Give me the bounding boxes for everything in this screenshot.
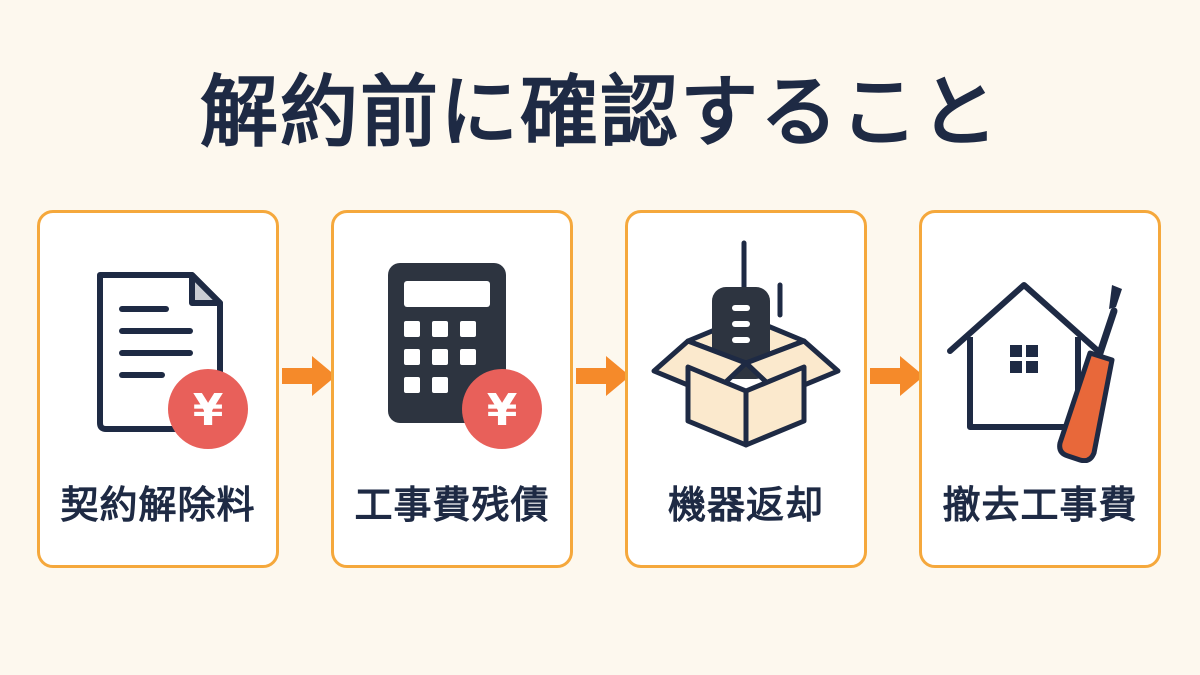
yen-badge bbox=[168, 369, 248, 449]
house-screwdriver-icon bbox=[947, 282, 1122, 463]
arrow-right-icon bbox=[576, 356, 630, 396]
arrow-right-icon bbox=[870, 356, 924, 396]
step-card-construction-balance: ¥ 工事費残債 bbox=[331, 210, 573, 568]
contract-yen-icon: ¥ bbox=[97, 272, 248, 449]
yen-sign: ¥ bbox=[487, 385, 518, 436]
router-box-icon bbox=[651, 240, 841, 448]
step-label: 工事費残債 bbox=[354, 483, 550, 527]
yen-badge bbox=[462, 369, 542, 449]
step-label: 撤去工事費 bbox=[942, 483, 1138, 527]
page-title: 解約前に確認すること bbox=[199, 68, 1000, 158]
yen-sign: ¥ bbox=[193, 385, 224, 436]
arrow-right-icon bbox=[282, 356, 336, 396]
step-label: 機器返却 bbox=[667, 483, 824, 527]
step-label: 契約解除料 bbox=[60, 483, 256, 527]
calculator-yen-icon: ¥ bbox=[388, 263, 542, 449]
step-card-removal-fee: 撤去工事費 bbox=[919, 210, 1161, 568]
step-card-contract-fee: ¥ 契約解除料 bbox=[37, 210, 279, 568]
step-card-equipment-return: 機器返却 bbox=[625, 210, 867, 568]
